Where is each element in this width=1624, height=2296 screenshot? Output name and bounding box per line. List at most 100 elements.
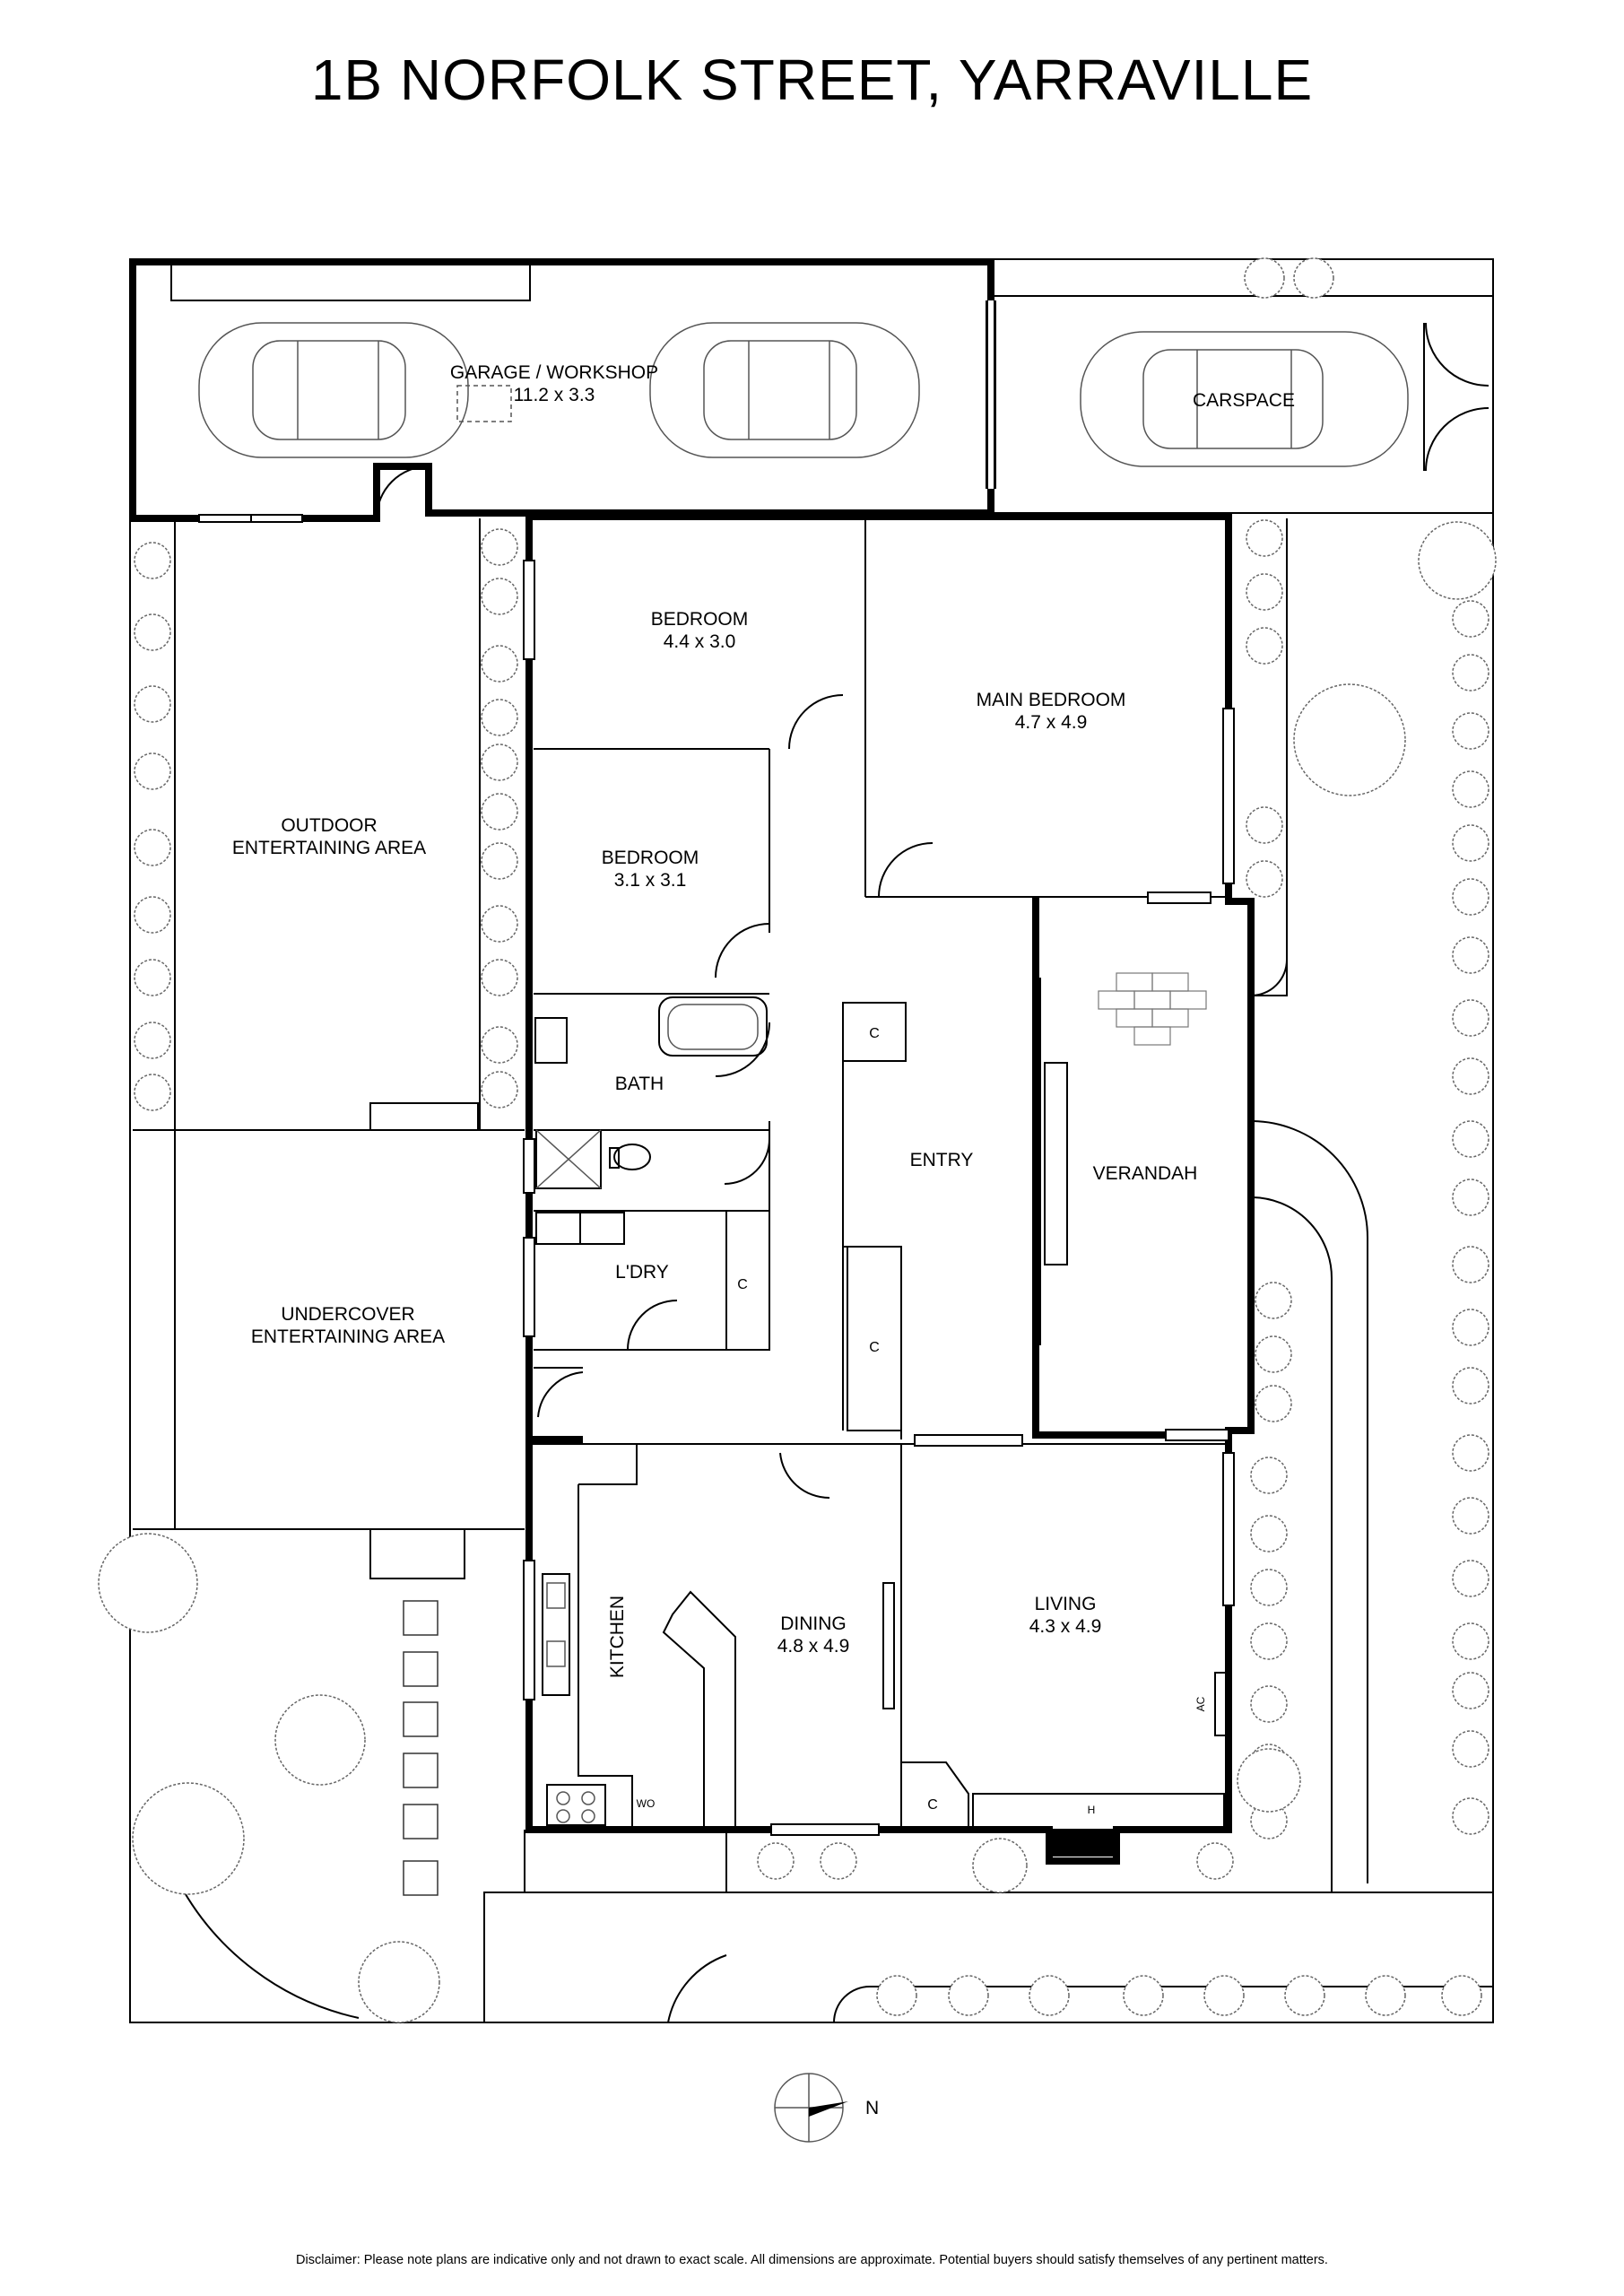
shrub-icon [481, 1026, 518, 1064]
shrub-icon [1452, 1797, 1489, 1835]
stepping-stones [403, 1600, 439, 1896]
outdoor-boundaries [133, 518, 1493, 2023]
shrub-icon [1244, 257, 1285, 299]
shrub-icon [134, 685, 171, 723]
shrub-icon [1452, 1672, 1489, 1709]
shrub-icon [134, 1022, 171, 1059]
garage-door-swing [376, 465, 430, 519]
shrub-icon [1365, 1975, 1406, 2016]
shrub-icon [1452, 1120, 1489, 1158]
verandah-label: VERANDAH [1093, 1163, 1198, 1184]
shrub-icon [481, 699, 518, 736]
shrub-icon [1123, 1975, 1164, 2016]
page-title: 1B NORFOLK STREET, YARRAVILLE [310, 48, 1314, 112]
shrub-icon [1246, 519, 1283, 557]
shrub-icon [134, 752, 171, 790]
main-bedroom-size: 4.7 x 4.9 [1015, 712, 1088, 733]
bedroom-1-size: 4.4 x 3.0 [664, 631, 736, 652]
garage-label: GARAGE / WORKSHOP [450, 362, 658, 383]
shrub-icon [481, 793, 518, 831]
shrub-icon [1452, 824, 1489, 862]
bathtub [658, 996, 768, 1057]
undercover-label-line2: ENTERTAINING AREA [251, 1326, 445, 1347]
shrub-icon [1452, 1622, 1489, 1660]
shrub-icon [481, 959, 518, 996]
shrub-icon [481, 645, 518, 683]
bedroom-1-label: BEDROOM [651, 609, 749, 630]
shrub-icon [1452, 770, 1489, 808]
garden-bed-edge [178, 1883, 360, 2019]
shrub-icon [1452, 1560, 1489, 1597]
shrub-icon [1452, 1730, 1489, 1768]
shrub-icons [134, 257, 1489, 2016]
shrub-icon [972, 1838, 1028, 1893]
shrub-icon [1196, 1842, 1234, 1880]
living-label: LIVING [1035, 1594, 1097, 1614]
shrub-icon [481, 528, 518, 566]
shrub-icon [1452, 1246, 1489, 1283]
shrub-icon [1452, 999, 1489, 1037]
living-fixtures [901, 1672, 1229, 1831]
toilet-icon [609, 1144, 651, 1170]
shrub-icon [1250, 1457, 1288, 1494]
shrub-icon [948, 1975, 989, 2016]
shrub-icon [1284, 1975, 1325, 2016]
shrub-icon [1237, 1748, 1301, 1813]
shrub-icon [1452, 1178, 1489, 1216]
large-tree-icons [98, 521, 1497, 2023]
shrub-icon [820, 1842, 857, 1880]
shrub-icon [1203, 1975, 1245, 2016]
entry-cupboard [842, 1002, 907, 1062]
shrub-icon [481, 578, 518, 615]
shrub-icon [134, 829, 171, 866]
shrub-icon [134, 1074, 171, 1111]
shrub-icon [1250, 1622, 1288, 1660]
bedroom-2-label: BEDROOM [602, 848, 699, 868]
shrub-icon [1452, 878, 1489, 916]
carspace-label: CARSPACE [1193, 390, 1295, 411]
shrub-icon [1452, 1434, 1489, 1472]
north-label: N [865, 2098, 879, 2118]
shrub-icon [1255, 1282, 1292, 1319]
wall-oven-label: WO [637, 1797, 656, 1810]
shower [535, 1129, 602, 1189]
shrub-icon [134, 542, 171, 579]
shrub-icon [1452, 654, 1489, 691]
shrub-icon [757, 1842, 795, 1880]
cupboard-label: C [737, 1277, 748, 1292]
shrub-icon [1246, 573, 1283, 611]
shrub-icon [1452, 712, 1489, 750]
door-swings [537, 694, 934, 1500]
brick-pattern [1098, 972, 1207, 1046]
car-icon [1080, 331, 1409, 467]
car-icon [198, 322, 469, 458]
shrub-icon [1255, 1335, 1292, 1373]
undercover-label-line1: UNDERCOVER [281, 1304, 414, 1325]
cupboard-label: C [927, 1797, 938, 1813]
air-conditioner-label: AC [1194, 1696, 1207, 1711]
verandah-sliding-door [1039, 978, 1068, 1345]
laundry-cupboard [725, 1210, 770, 1351]
shrub-icon [1452, 1057, 1489, 1095]
shrub-icon [481, 1071, 518, 1109]
shrub-icon [481, 744, 518, 781]
shrub-icon [1255, 1385, 1292, 1422]
shrub-icon [1029, 1975, 1070, 2016]
outdoor-label-line1: OUTDOOR [281, 815, 377, 836]
entry-label: ENTRY [910, 1150, 974, 1170]
car-icon [649, 322, 920, 458]
living-size: 4.3 x 4.9 [1029, 1616, 1102, 1637]
shrub-icon [1246, 860, 1283, 898]
shrub-icon [1293, 257, 1334, 299]
shrub-icon [134, 896, 171, 934]
main-bedroom-label: MAIN BEDROOM [977, 690, 1126, 710]
vanity [534, 1017, 568, 1064]
north-arrow-icon [774, 2073, 848, 2143]
shrub-icon [1250, 1569, 1288, 1606]
carspace-boundary [991, 295, 1493, 514]
garage-window [198, 514, 303, 523]
shrub-icon [1246, 627, 1283, 665]
shrub-icon [1250, 1685, 1288, 1723]
shrub-icon [481, 905, 518, 943]
